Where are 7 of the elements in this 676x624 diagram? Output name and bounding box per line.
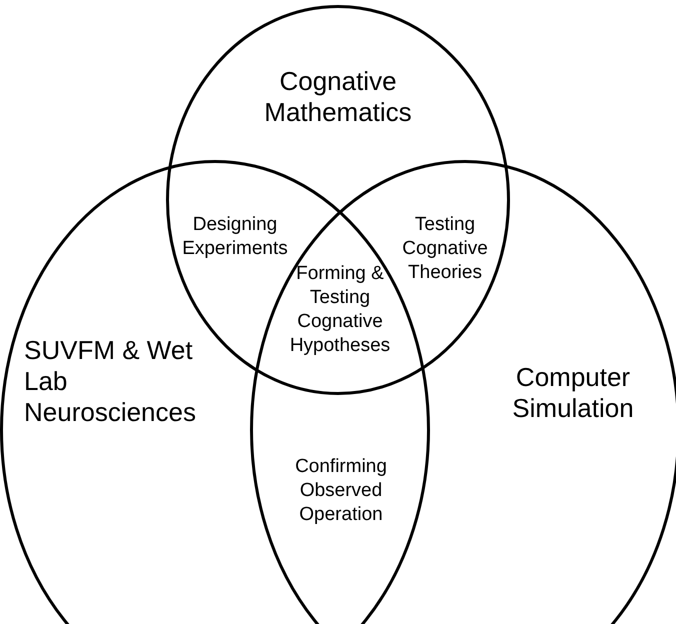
region-label: Testing Cognative Theories: [401, 213, 489, 285]
region-label: Designing Experiments: [181, 213, 289, 261]
region-label: Forming & Testing Cognative Hypotheses: [288, 262, 392, 358]
set-label: Cognative Mathematics: [263, 66, 413, 128]
set-label: SUVFM & Wet Lab Neurosciences: [24, 335, 197, 429]
set-label: Computer Simulation: [511, 362, 635, 424]
region-label: Confirming Observed Operation: [294, 455, 388, 527]
